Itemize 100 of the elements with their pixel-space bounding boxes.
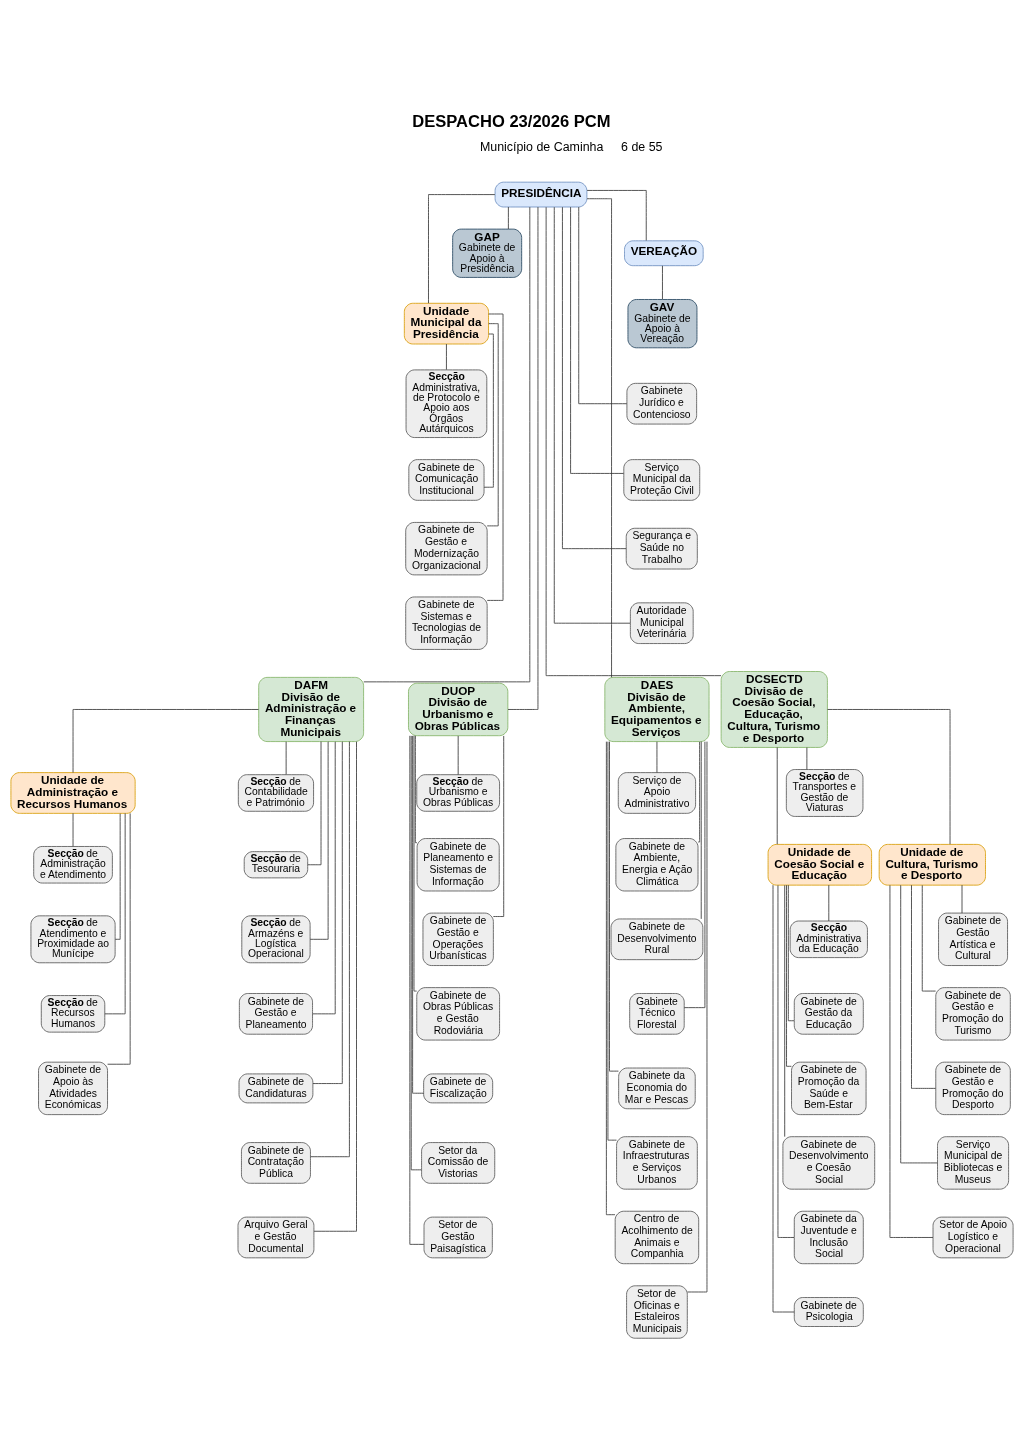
node-box: Gabinete da Juventude e Inclusão Social [793,1210,864,1264]
node-box: Gabinete de Sistemas e Tecnologias de Informação [405,596,488,650]
connector [900,884,938,1163]
connector [507,206,509,229]
connector [414,734,418,843]
node-box: Gabinete de Gestão e Operações Urbanísticas [422,912,494,966]
node-box: Gabinete Jurídico e Contencioso [626,382,698,424]
node-box: Unidade de Cultura, Turismo e Desporto [878,843,986,886]
node-box: Secção Administrativa da Educação [789,920,868,958]
connector [507,206,539,710]
connector [570,206,625,474]
label: Município de Caminha [479,139,604,154]
connector [772,884,795,1312]
node-box: Gabinete de Gestão Artística e Cultural [938,912,1008,966]
connector [889,884,934,1238]
node-box: DUOP Divisão de Urbanismo e Obras Públicas [408,682,509,736]
label: 6 de 55 [621,139,663,154]
connector [786,884,792,1067]
connector [409,734,425,1245]
connector [457,735,459,775]
connector [921,884,936,991]
connector [656,740,658,773]
node-box: Gabinete de Desenvolvimento e Coesão Social [782,1135,876,1190]
connector [787,884,795,1021]
node-box: Unidade de Administração e Recursos Humanos [10,771,136,814]
node-box: Gabinete Técnico Florestal [629,992,685,1035]
connector [961,884,963,913]
node-box: Gabinete de Desenvolvimento Rural [610,918,704,960]
node-box: Gabinete de Ambiente, Energia e Ação Climática [615,837,699,891]
connector [562,206,627,549]
node-box: Setor de Gestão Paisagística [423,1216,493,1258]
connector [578,206,628,404]
node-box: Gabinete de Comunicação Institucional [408,458,485,501]
node-box: VEREAÇÃO [624,239,704,266]
node-box: Setor da Comissão de Vistorias [421,1141,496,1184]
node-box: Unidade de Coesão Social e Educação [767,843,872,886]
node-box: Gabinete de Obras Públicas e Gestão Rodoviária [416,986,500,1040]
connector [607,740,617,1141]
connector [309,740,329,940]
connector [312,740,336,1014]
connector [410,734,422,1170]
node-box: Serviço Municipal de Bibliotecas e Museus [937,1135,1009,1190]
connector [687,740,708,1292]
node-box: Gabinete de Candidaturas [238,1072,314,1103]
connector [777,884,795,1238]
node-box: Setor de Oficinas e Estaleiros Municipais [626,1284,688,1339]
connector [310,740,350,1157]
diagram-title: DESPACHO 23/2026 PCM [412,111,611,131]
node-box: Gabinete de Apoio às Atividades Económicas [38,1061,108,1115]
node-box: Secção de Contabilidade e Património [237,773,314,812]
connector [586,189,647,241]
connector [104,812,126,1014]
connector [412,734,425,1094]
node-box: Gabinete de Contratação Pública [241,1141,311,1184]
connector [784,884,786,1137]
node-box: Gabinete de Gestão da Educação [793,992,864,1035]
node-box: Secção de Atendimento e Proximidade ao Munícipe [30,914,116,963]
node-box: DAES Divisão de Ambiente, Equipamentos e Serviços [604,676,710,742]
node-box: Setor de Apoio Logístico e Operacional [932,1216,1014,1258]
node-box: Gabinete de Infraestruturas e Serviços Urbanos [616,1135,698,1190]
connector [586,197,612,678]
node-box: Centro de Acolhimento de Animais e Companhia [614,1210,700,1264]
node-box: DAFM Divisão de Administração e Finanças Municipais [258,676,365,742]
node-box: Gabinete de Gestão e Planeamento [238,992,313,1035]
node-box: Secção de Administração e Atendimento [33,845,113,883]
connector [72,708,259,773]
node-box: Unidade Municipal da Presidência [403,302,489,344]
connector [806,746,808,770]
node-box: Gabinete de Promoção da Saúde e Bem-Estar [791,1061,867,1115]
node-box: Gabinete de Psicologia [793,1296,864,1327]
connector [492,735,505,917]
connector [285,740,287,775]
connector [446,343,447,370]
node-box: Secção de Tesouraria [243,850,309,878]
connector [114,812,121,940]
connector [683,740,706,1008]
node-box: Gabinete de Gestão e Modernização Organizacional [405,521,488,575]
node-box: Secção de Armazéns e Logística Operacional [241,914,311,963]
connector [828,884,830,921]
node-box: PRESIDÊNCIA [494,181,588,207]
connector [545,206,722,676]
node-box: DCSECTD Divisão de Coesão Social, Educação, Cultura, Turismo e Desporto [720,670,828,748]
connector [312,740,343,1084]
connector [413,734,418,991]
node-box: Gabinete de Gestão e Promoção do Desporto [935,1061,1011,1115]
node-box: Gabinete de Fiscalização [423,1072,494,1103]
node-box: Segurança e Saúde no Trabalho [625,527,698,569]
connector [307,740,322,865]
node-box: GAV Gabinete de Apoio à Vereação [627,298,698,348]
node-box: Autoridade Municipal Veterinária [629,601,694,644]
connector [609,740,619,1072]
connector [662,264,663,300]
node-box: Serviço de Apoio Administrativo [617,771,696,814]
connector [553,206,631,624]
node-box: Arquivo Geral e Gestão Documental [237,1216,315,1258]
connector [313,740,357,1232]
node-box: Secção de Transportes e Gestão de Viaturas [785,768,864,817]
connector [697,740,701,842]
connector [363,206,531,682]
node-box: Serviço Municipal da Proteção Civil [623,458,701,501]
